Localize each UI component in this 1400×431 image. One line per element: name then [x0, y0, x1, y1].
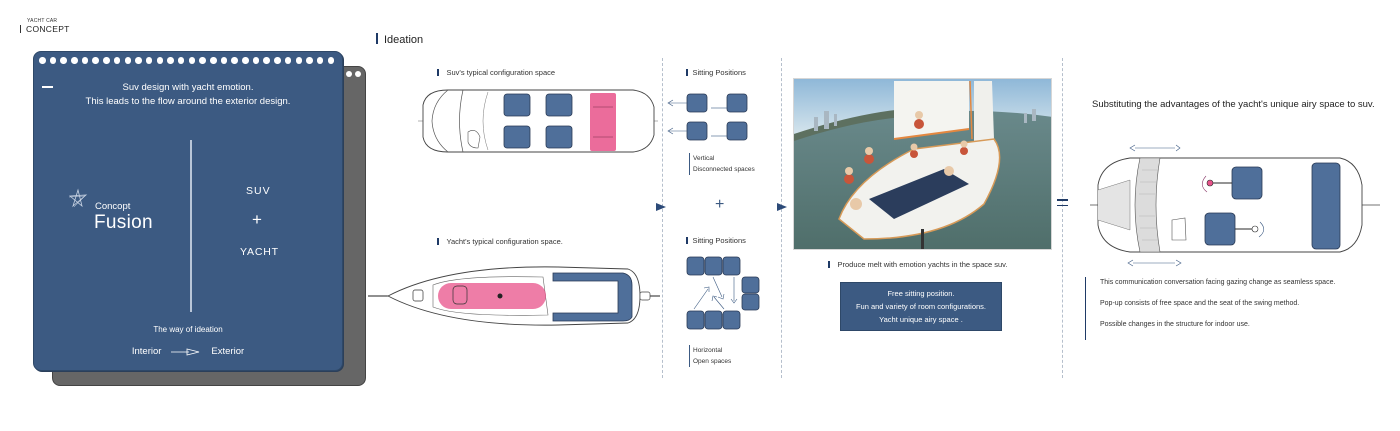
- suv-config-label-text: Suv's typical configuration space: [446, 68, 556, 77]
- binder-hole: [92, 57, 99, 64]
- binder-hole: [167, 57, 174, 64]
- result-bullet: Possible changes in the structure for in…: [1100, 321, 1250, 328]
- flow-arrow-2-icon: [777, 203, 787, 211]
- result-bullet: Pop-up consists of free space and the se…: [1100, 300, 1300, 307]
- horizontal-caption-line-2: Open spaces: [693, 358, 732, 365]
- melt-box-line-3: Yacht unique airy space .: [879, 315, 963, 324]
- yacht-config-label: Yacht's typical configuration space.: [437, 237, 563, 246]
- arrow-right-icon: [171, 347, 200, 356]
- binder-hole: [135, 57, 142, 64]
- sitting-horizontal-title-text: Sitting Positions: [692, 236, 746, 245]
- binder-hole: [306, 57, 313, 64]
- vertical-seats-diagram: [667, 93, 748, 141]
- intro-line-2: This leads to the flow around the exteri…: [85, 96, 291, 107]
- sailboat-photo-illustration: [794, 79, 1051, 249]
- sitting-vertical-caption: Vertical Disconnected spaces: [689, 153, 755, 175]
- exterior-label: Exterior: [211, 346, 245, 357]
- way-of-ideation: The way of ideation: [153, 325, 223, 334]
- melt-label: Produce melt with emotion yachts in the …: [828, 260, 1007, 269]
- binder-holes: [39, 57, 335, 64]
- sitting-vertical-title: Sitting Positions: [686, 68, 746, 77]
- result-bullet-list: This communication conversation facing g…: [1085, 277, 1335, 340]
- brand-title: CONCEPT: [20, 24, 70, 34]
- concept-card: Suv design with yacht emotion. This lead…: [33, 51, 343, 371]
- brand-bar: [20, 25, 21, 33]
- yacht-config-label-text: Yacht's typical configuration space.: [446, 237, 563, 246]
- melt-label-text: Produce melt with emotion yachts in the …: [837, 260, 1008, 269]
- sitting-vertical-title-text: Sitting Positions: [692, 68, 746, 77]
- separator-1: [662, 58, 663, 378]
- vertical-caption-line-1: Vertical: [693, 155, 715, 162]
- binder-hole: [295, 57, 302, 64]
- binder-hole: [188, 57, 196, 64]
- separator-2: [781, 58, 782, 378]
- binder-hole: [199, 57, 206, 64]
- binder-hole: [210, 57, 217, 64]
- binder-hole: [156, 57, 164, 64]
- sitting-horizontal-title: Sitting Positions: [686, 236, 746, 245]
- interior-label: Interior: [131, 346, 162, 357]
- star-sketch-icon: [68, 188, 88, 208]
- brand-title-text: CONCEPT: [26, 24, 70, 34]
- binder-hole: [113, 57, 121, 64]
- horizontal-seats-diagram: [686, 256, 760, 330]
- sailboat-photo: [793, 78, 1052, 250]
- result-bullet: This communication conversation facing g…: [1100, 279, 1336, 286]
- binder-hole: [177, 57, 185, 64]
- section-title: Ideation: [376, 33, 423, 46]
- minus-icon: [42, 86, 53, 88]
- binder-hole: [327, 57, 335, 64]
- plus-operator: +: [715, 196, 725, 213]
- horizontal-caption-line-1: Horizontal: [693, 347, 723, 354]
- suv-label: SUV: [246, 185, 271, 197]
- binder-hole: [81, 57, 89, 64]
- binder-hole: [263, 57, 270, 64]
- binder-hole: [242, 57, 249, 64]
- suv-sketch: [418, 89, 658, 153]
- binder-hole: [220, 57, 228, 64]
- binder-hole: [252, 57, 260, 64]
- flow-arrow-1-icon: [656, 203, 666, 211]
- melt-summary-box: Free sitting position. Fun and variety o…: [840, 282, 1002, 331]
- brand-subtitle: YACHT CAR: [27, 18, 58, 24]
- fusion-title: Fusion: [94, 212, 153, 233]
- binder-hole: [124, 57, 131, 64]
- binder-hole: [60, 57, 67, 64]
- equal-operator-icon: [1057, 199, 1068, 210]
- suv-config-label: Suv's typical configuration space: [437, 68, 555, 77]
- vertical-caption-line-2: Disconnected spaces: [693, 166, 755, 173]
- binder-hole: [49, 57, 57, 64]
- card-intro: Suv design with yacht emotion. This lead…: [34, 81, 342, 109]
- plus-sign: +: [252, 210, 262, 229]
- binder-hole: [103, 57, 110, 64]
- yacht-sketch: [368, 266, 660, 326]
- sitting-horizontal-caption: Horizontal Open spaces: [689, 345, 731, 367]
- interior-exterior-flow: Interior Exterior: [34, 346, 342, 357]
- fusion-suv-sketch: [1090, 144, 1380, 267]
- intro-line-1: Suv design with yacht emotion.: [122, 82, 254, 93]
- binder-hole: [284, 57, 292, 64]
- yacht-label: YACHT: [240, 246, 279, 258]
- melt-box-line-1: Free sitting position.: [887, 289, 955, 298]
- shadow-holes: [346, 71, 361, 77]
- card-divider: [190, 140, 192, 312]
- separator-3: [1062, 58, 1063, 378]
- section-title-text: Ideation: [384, 34, 424, 46]
- concept-label: Concopt: [95, 201, 131, 212]
- title-bar: [376, 33, 378, 44]
- binder-hole: [145, 57, 153, 64]
- result-title: Substituting the advantages of the yacht…: [1092, 99, 1375, 110]
- binder-hole: [316, 57, 324, 64]
- binder-hole: [39, 57, 46, 64]
- binder-hole: [231, 57, 238, 64]
- melt-box-line-2: Fun and variety of room configurations.: [855, 302, 987, 311]
- binder-hole: [274, 57, 281, 64]
- binder-hole: [71, 57, 78, 64]
